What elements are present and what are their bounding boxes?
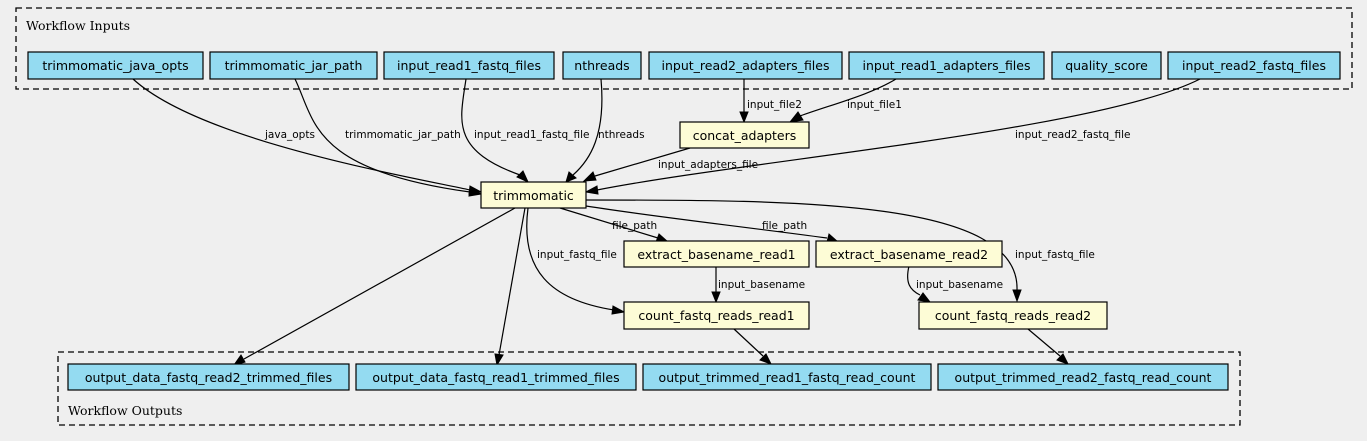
edge-input-basename-2: input_basename	[907, 265, 1003, 303]
edge-nthreads: nthreads	[565, 78, 645, 183]
edge-input-file1: input_file1	[788, 78, 902, 123]
node-trimmomatic-jar-path[interactable]: trimmomatic_jar_path	[209, 51, 378, 80]
node-count-fastq-reads-read1[interactable]: count_fastq_reads_read1	[623, 301, 810, 330]
node-trimmomatic[interactable]: trimmomatic	[480, 181, 587, 209]
svg-text:count_fastq_reads_read1: count_fastq_reads_read1	[638, 308, 794, 323]
svg-text:output_data_fastq_read2_trimme: output_data_fastq_read2_trimmed_files	[85, 370, 332, 385]
edge-label: input_basename	[916, 279, 1003, 291]
svg-text:input_read1_fastq_files: input_read1_fastq_files	[397, 58, 541, 73]
workflow-outputs-cluster: Workflow Outputs	[57, 351, 1241, 426]
edge-label: input_read2_fastq_file	[1015, 129, 1130, 141]
edge-label: file_path	[762, 220, 807, 232]
edge-java-opts: java_opts	[132, 78, 483, 195]
edge-read2-count	[1027, 328, 1070, 365]
svg-text:output_trimmed_read1_fastq_rea: output_trimmed_read1_fastq_read_count	[659, 370, 916, 385]
edge-input-file2: input_file2	[739, 79, 802, 124]
node-input-read1-adapters-files[interactable]: input_read1_adapters_files	[848, 51, 1045, 80]
svg-text:trimmomatic: trimmomatic	[493, 188, 574, 203]
node-output-trimmed-read1-fastq-read-count[interactable]: output_trimmed_read1_fastq_read_count	[642, 363, 932, 391]
svg-text:input_read2_adapters_files: input_read2_adapters_files	[662, 58, 830, 73]
node-output-data-fastq-read1-trimmed-files[interactable]: output_data_fastq_read1_trimmed_files	[355, 363, 637, 391]
edge-trimmomatic-jar-path: trimmomatic_jar_path	[294, 78, 483, 197]
svg-text:output_data_fastq_read1_trimme: output_data_fastq_read1_trimmed_files	[372, 370, 619, 385]
svg-text:count_fastq_reads_read2: count_fastq_reads_read2	[935, 308, 1091, 323]
svg-text:nthreads: nthreads	[574, 58, 629, 73]
svg-text:trimmomatic_java_opts: trimmomatic_java_opts	[42, 58, 188, 73]
svg-text:trimmomatic_jar_path: trimmomatic_jar_path	[225, 58, 363, 73]
node-input-read2-fastq-files[interactable]: input_read2_fastq_files	[1167, 51, 1341, 80]
node-concat-adapters[interactable]: concat_adapters	[679, 121, 810, 149]
node-output-trimmed-read2-fastq-read-count[interactable]: output_trimmed_read2_fastq_read_count	[937, 363, 1229, 391]
node-output-data-fastq-read2-trimmed-files[interactable]: output_data_fastq_read2_trimmed_files	[67, 363, 350, 391]
node-count-fastq-reads-read2[interactable]: count_fastq_reads_read2	[918, 301, 1108, 330]
edge-label: input_adapters_file	[658, 159, 758, 171]
workflow-inputs-cluster: Workflow Inputs	[15, 7, 1353, 90]
svg-text:input_read1_adapters_files: input_read1_adapters_files	[863, 58, 1031, 73]
edge-input-adapters-file: input_adapters_file	[582, 147, 758, 182]
node-nthreads[interactable]: nthreads	[562, 51, 642, 80]
edge-label: input_basename	[718, 279, 805, 291]
node-input-read2-adapters-files[interactable]: input_read2_adapters_files	[648, 51, 843, 80]
svg-text:quality_score: quality_score	[1065, 58, 1148, 73]
edge-label: input_fastq_file	[537, 249, 617, 261]
edge-label: input_file2	[747, 99, 802, 111]
edge-input-read2-fastq-file: input_read2_fastq_file	[584, 78, 1201, 195]
edge-label: nthreads	[598, 129, 645, 141]
node-extract-basename-read2[interactable]: extract_basename_read2	[815, 240, 1003, 268]
edge-input-fastq-file-2: input_fastq_file	[584, 199, 1095, 303]
workflow-inputs-label: Workflow Inputs	[26, 18, 130, 33]
edge-read1-count	[733, 328, 773, 365]
edge-label: input_file1	[847, 99, 902, 111]
edge-trimmed-read1	[494, 207, 526, 367]
edge-label: java_opts	[264, 129, 315, 141]
svg-text:extract_basename_read2: extract_basename_read2	[830, 247, 988, 262]
svg-text:extract_basename_read1: extract_basename_read1	[637, 247, 795, 262]
node-extract-basename-read1[interactable]: extract_basename_read1	[623, 240, 810, 268]
edge-input-basename-1: input_basename	[711, 266, 805, 304]
svg-text:concat_adapters: concat_adapters	[693, 128, 797, 143]
edge-file-path-1: file_path	[559, 207, 670, 243]
node-quality-score[interactable]: quality_score	[1051, 51, 1162, 80]
workflow-outputs-label: Workflow Outputs	[68, 403, 182, 418]
edge-label: input_read1_fastq_file	[474, 129, 589, 141]
edge-label: input_fastq_file	[1015, 249, 1095, 261]
edge-trimmed-read2	[232, 207, 516, 366]
node-input-read1-fastq-files[interactable]: input_read1_fastq_files	[383, 51, 555, 80]
edge-input-read1-fastq-file: input_read1_fastq_file	[461, 78, 589, 184]
edge-label: trimmomatic_jar_path	[345, 129, 461, 141]
svg-text:input_read2_fastq_files: input_read2_fastq_files	[1182, 58, 1326, 73]
edge-label: file_path	[612, 220, 657, 232]
node-trimmomatic-java-opts[interactable]: trimmomatic_java_opts	[27, 51, 204, 80]
svg-text:output_trimmed_read2_fastq_rea: output_trimmed_read2_fastq_read_count	[955, 370, 1212, 385]
edge-input-fastq-file-1: input_fastq_file	[526, 207, 626, 315]
